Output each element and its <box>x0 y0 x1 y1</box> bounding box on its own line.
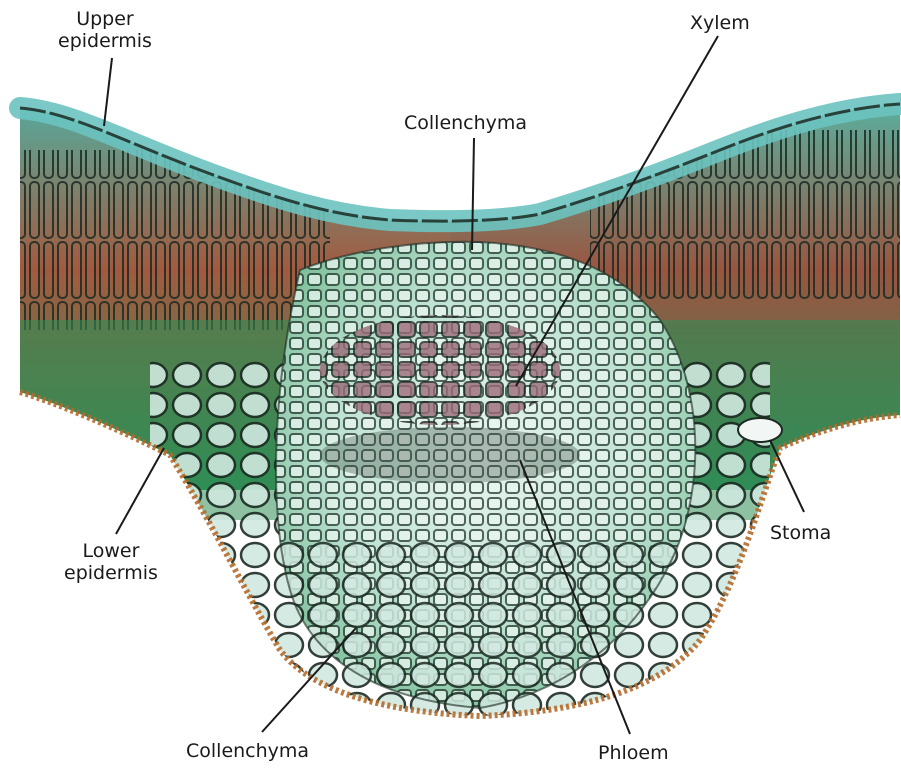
label-upper-epidermis: Upper epidermis <box>58 8 152 52</box>
xylem-region <box>320 315 560 425</box>
label-xylem: Xylem <box>690 12 750 34</box>
label-lower-epidermis: Lower epidermis <box>64 540 158 584</box>
leader-upper-epidermis <box>104 58 112 126</box>
label-upper-epidermis-line1: Upper <box>58 8 152 30</box>
label-collenchyma-bottom: Collenchyma <box>186 740 309 762</box>
leader-lower-epidermis <box>116 448 164 534</box>
leader-stoma <box>770 440 804 512</box>
label-phloem: Phloem <box>598 742 669 764</box>
label-lower-epidermis-line1: Lower <box>64 540 158 562</box>
phloem-region <box>320 427 580 483</box>
stoma-opening <box>738 418 782 442</box>
label-collenchyma-top: Collenchyma <box>404 112 527 134</box>
label-upper-epidermis-line2: epidermis <box>58 30 152 52</box>
label-stoma: Stoma <box>770 522 831 544</box>
label-lower-epidermis-line2: epidermis <box>64 562 158 584</box>
